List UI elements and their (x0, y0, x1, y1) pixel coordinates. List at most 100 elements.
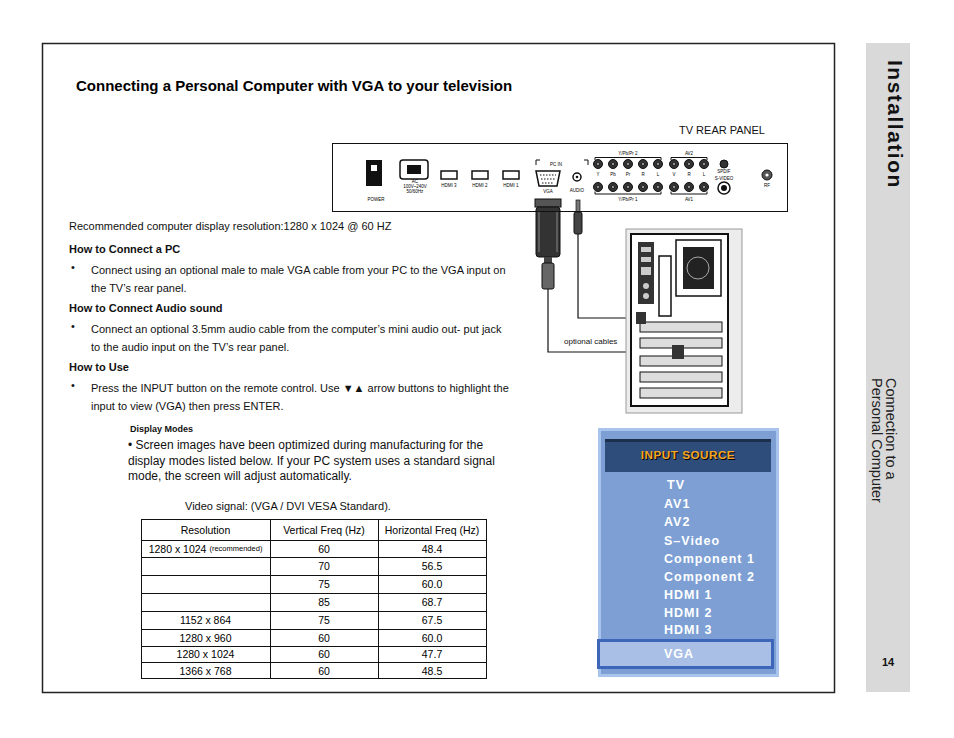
menu-item: TV (667, 477, 685, 493)
menu-item: Component 1 (664, 551, 755, 567)
table-text: 1366 x 768 (180, 665, 232, 677)
table-text: 85 (318, 596, 330, 608)
table-text: 60.0 (422, 578, 442, 590)
table-text: Vertical Freq (Hz) (283, 524, 365, 536)
table-text: 48.4 (422, 543, 442, 555)
panel-caption: TV REAR PANEL (679, 124, 765, 136)
table-text: Resolution (181, 524, 231, 536)
table-cell: 60.0 (380, 630, 484, 645)
table-cell: 70 (272, 558, 376, 574)
instruction: Connect an optional 3.5mm audio cable fr… (91, 320, 509, 356)
page-frame (43, 44, 835, 693)
table-text: 75 (318, 578, 330, 590)
port-label: R (641, 172, 644, 177)
table-cell: 48.5 (380, 663, 484, 678)
port-label: S-VIDEO (715, 175, 734, 180)
table-cell: 1280 x 1024(recommended) (143, 541, 268, 556)
mode-table-grid (141, 519, 487, 679)
table-cell: 67.5 (380, 612, 484, 628)
table-cell: 1280 x 960 (143, 630, 268, 645)
table-cell: Resolution (143, 520, 268, 539)
port-label: Y (596, 172, 599, 177)
port-label: L (657, 172, 660, 177)
table-cell: 60 (272, 630, 376, 645)
port-label: HDMI 1 (503, 183, 518, 188)
table-text: 60.0 (422, 632, 442, 644)
port-label: Y/Pb/Pr 1 (618, 196, 637, 201)
bullet: • (71, 320, 75, 332)
menu-item: HDMI 1 (664, 587, 712, 603)
menu-item-selected: VGA (664, 646, 694, 662)
side-tab: InstallationConnection to a Personal Com… (866, 43, 910, 692)
port-label: Pr (626, 172, 631, 177)
table-text: 67.5 (422, 614, 442, 626)
table-text: 56.5 (422, 560, 442, 572)
vga-highlight: VGA (597, 639, 774, 669)
table-text: 68.7 (422, 596, 442, 608)
port-label: PC IN (550, 162, 562, 167)
port-label: POWER (367, 197, 384, 202)
table-cell: 85 (272, 594, 376, 610)
port-label: V (672, 172, 675, 177)
table-cell: 68.7 (380, 594, 484, 610)
subheading: How to Use (69, 361, 129, 373)
table-text: 60 (318, 543, 330, 555)
port-label: SPDIF (717, 169, 730, 174)
port-label: HDMI 3 (441, 183, 456, 188)
section-tab-title: Installation (883, 60, 907, 189)
callout: optional cables (562, 337, 619, 346)
rear-panel-ports (366, 158, 772, 195)
port-label: AC 100V~240V 50/60Hz (400, 179, 430, 194)
table-caption: Video signal: (VGA / DVI VESA Standard). (185, 500, 391, 512)
table-text: 1280 x 1024 (177, 648, 235, 660)
instruction: Press the INPUT button on the remote con… (91, 379, 509, 415)
port-label: L (703, 172, 706, 177)
port-label: Pb (610, 172, 616, 177)
menu-item: HDMI 2 (664, 605, 712, 621)
table-text: 48.5 (422, 665, 442, 677)
port-label: AV2 (685, 151, 693, 156)
port-label: AV1 (685, 196, 693, 201)
table-cell: 1280 x 1024 (143, 647, 268, 661)
port-label: Y/Pb/Pr 2 (618, 151, 637, 156)
menu-item: AV1 (664, 496, 690, 512)
table-text: 1152 x 864 (180, 614, 231, 626)
table-cell: 60.0 (380, 576, 484, 592)
table-cell: 48.4 (380, 541, 484, 556)
port-label: RF (764, 183, 770, 188)
table-cell: 47.7 (380, 647, 484, 661)
instruction: Connect using an optional male to male V… (91, 261, 509, 297)
table-note: (recommended) (209, 544, 262, 553)
port-label: VGA (543, 189, 553, 194)
menu-item: AV2 (664, 514, 690, 530)
table-cell: 1152 x 864 (143, 612, 268, 628)
subheading: Display Modes (130, 424, 193, 434)
table-text: 1280 x 960 (180, 632, 232, 644)
table-text: 1280 x 1024 (149, 543, 207, 555)
rear-panel: POWERAC 100V~240V 50/60HzHDMI 3HDMI 2HDM… (332, 143, 788, 212)
table-cell: 75 (272, 576, 376, 592)
page-number: 14 (866, 656, 910, 668)
input-menu: TVAV1AV2S–VideoComponent 1Component 2HDM… (598, 428, 779, 677)
table-cell: 60 (272, 647, 376, 661)
table-text: 60 (318, 665, 330, 677)
table-cell: 60 (272, 541, 376, 556)
table-cell: 60 (272, 663, 376, 678)
bullet: • (71, 261, 75, 273)
table-cell: 75 (272, 612, 376, 628)
note: • Screen images have been optimized duri… (128, 438, 514, 485)
table-text: 47.7 (422, 648, 442, 660)
port-label: AUDIO (570, 188, 584, 193)
page-title: Connecting a Personal Computer with VGA … (76, 77, 512, 94)
computer-tower (626, 229, 742, 413)
menu-heading: INPUT SOURCE (605, 448, 771, 461)
section-tab-subtitle: Connection to a Personal Computer (870, 378, 898, 528)
table-cell: Horizontal Freq (Hz) (380, 520, 484, 539)
menu-item: Component 2 (664, 569, 755, 585)
table-cell: 56.5 (380, 558, 484, 574)
table-text: Horizontal Freq (Hz) (385, 524, 480, 536)
table-text: 60 (318, 648, 330, 660)
menu-header: INPUT SOURCE (605, 439, 771, 472)
